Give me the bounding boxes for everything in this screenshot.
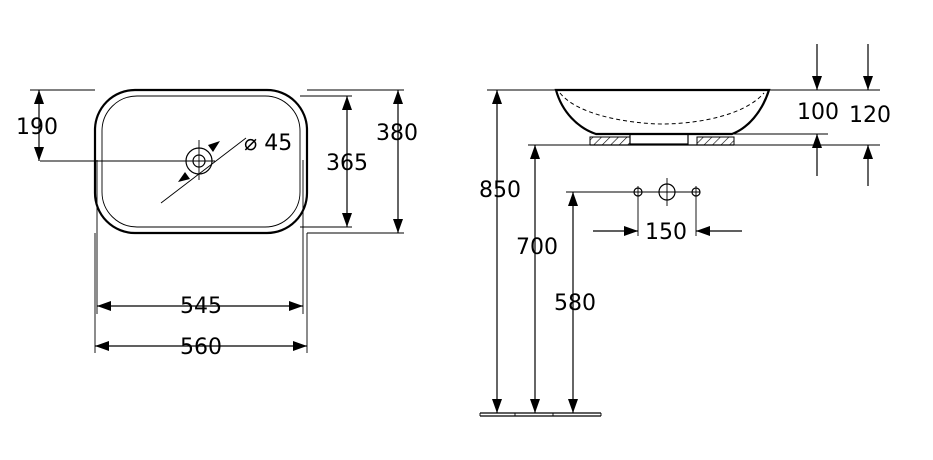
bowl-base bbox=[629, 133, 689, 145]
dim-365: 365 bbox=[326, 151, 368, 176]
dim-100: 100 bbox=[797, 100, 839, 125]
dim-580: 580 bbox=[554, 291, 596, 316]
tap-hole bbox=[40, 140, 215, 180]
diameter-leader bbox=[160, 137, 247, 204]
dim-diameter-45: ⌀ 45 bbox=[244, 131, 292, 156]
bowl-profile bbox=[554, 88, 771, 136]
bowl-inner-dashed bbox=[559, 92, 765, 125]
side-view: 100 120 850 700 580 150 bbox=[479, 44, 891, 417]
dim-190: 190 bbox=[16, 115, 58, 140]
dim-700: 700 bbox=[516, 235, 558, 260]
dim-150: 150 bbox=[645, 220, 687, 245]
dim-120: 120 bbox=[849, 103, 891, 128]
wall-fittings bbox=[633, 178, 701, 236]
basin-outline-outer bbox=[93, 88, 309, 235]
dim-380: 380 bbox=[376, 121, 418, 146]
dim-560: 560 bbox=[180, 335, 222, 360]
dim-545: 545 bbox=[180, 294, 222, 319]
top-view: 190 380 365 545 560 ⌀ 45 bbox=[16, 88, 418, 360]
counter-hatch-left bbox=[589, 136, 631, 146]
counter-hatch-right bbox=[696, 136, 735, 146]
dim-850: 850 bbox=[479, 178, 521, 203]
basin-outline-inner bbox=[101, 95, 301, 228]
